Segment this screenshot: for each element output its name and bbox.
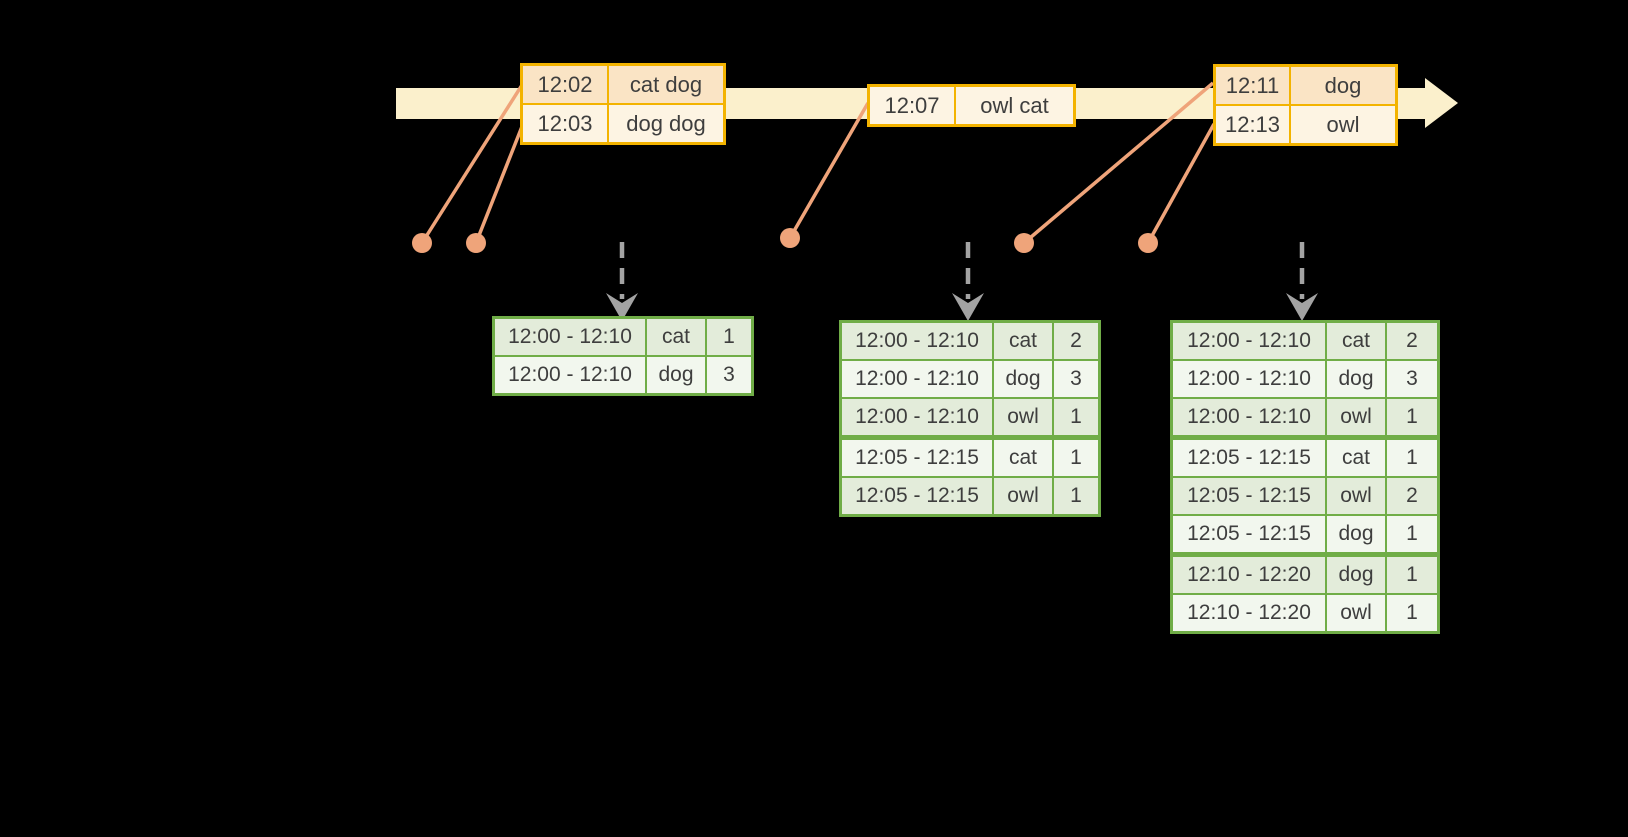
window-cell: 12:05 - 12:15 xyxy=(1187,446,1311,469)
table-row: 12:00 - 12:10 owl 1 xyxy=(1173,397,1437,435)
window-cell: 12:00 - 12:10 xyxy=(508,363,632,386)
window-cell: 12:00 - 12:10 xyxy=(1187,405,1311,428)
table-row: 12:02 cat dog xyxy=(523,66,723,103)
event-table-1: 12:02 cat dog 12:03 dog dog xyxy=(520,63,726,145)
count-cell: 1 xyxy=(1385,516,1437,552)
table-row: 12:05 - 12:15 dog 1 xyxy=(1173,514,1437,552)
table-row: 12:03 dog dog xyxy=(523,103,723,142)
word-cell: dog xyxy=(992,361,1052,397)
window-cell: 12:05 - 12:15 xyxy=(1187,522,1311,545)
count-cell: 1 xyxy=(1385,595,1437,631)
table-row: 12:00 - 12:10 dog 3 xyxy=(495,355,751,393)
event-table-3: 12:11 dog 12:13 owl xyxy=(1213,64,1398,146)
word-cell: dog xyxy=(1325,361,1385,397)
word-cell: owl xyxy=(1325,595,1385,631)
window-cell: 12:05 - 12:15 xyxy=(855,484,979,507)
word-cell: cat xyxy=(992,323,1052,359)
down-arrowhead-icon xyxy=(1286,293,1318,321)
count-cell: 2 xyxy=(1385,478,1437,514)
right-arrow-icon xyxy=(1425,78,1458,128)
window-cell: 12:05 - 12:15 xyxy=(1187,484,1311,507)
count-cell: 1 xyxy=(1052,440,1098,476)
event-words-cell: dog dog xyxy=(626,111,706,136)
event-table-2: 12:07 owl cat xyxy=(867,84,1076,127)
count-cell: 1 xyxy=(1385,440,1437,476)
table-row: 12:11 dog xyxy=(1216,67,1395,104)
window-cell: 12:00 - 12:10 xyxy=(855,329,979,352)
event-words-cell: cat dog xyxy=(629,72,703,97)
event-connector-lines xyxy=(420,81,1216,245)
window-cell: 12:10 - 12:20 xyxy=(1187,563,1311,586)
event-time-cell: 12:02 xyxy=(523,66,609,103)
result-table-1: 12:00 - 12:10 cat 1 12:00 - 12:10 dog 3 xyxy=(492,316,754,396)
event-time-cell: 12:07 xyxy=(870,87,956,124)
result-table-3: 12:00 - 12:10 cat 2 12:00 - 12:10 dog 3 … xyxy=(1170,320,1440,634)
event-dot-icon xyxy=(412,233,432,253)
table-row: 12:07 owl cat xyxy=(870,87,1073,124)
event-connector-line xyxy=(420,84,524,244)
table-row: 12:00 - 12:10 dog 3 xyxy=(842,359,1098,397)
word-cell: cat xyxy=(645,319,705,355)
event-connector-line xyxy=(1146,123,1216,244)
table-row: 12:00 - 12:10 cat 1 xyxy=(495,319,751,355)
event-time-cell: 12:13 xyxy=(1216,106,1291,143)
window-cell: 12:00 - 12:10 xyxy=(855,405,979,428)
event-dot-icon xyxy=(466,233,486,253)
count-cell: 1 xyxy=(705,319,751,355)
window-cell: 12:00 - 12:10 xyxy=(1187,329,1311,352)
word-cell: owl xyxy=(1325,399,1385,435)
down-arrowhead-icon xyxy=(606,293,638,321)
word-cell: cat xyxy=(1325,440,1385,476)
count-cell: 1 xyxy=(1052,478,1098,514)
count-cell: 2 xyxy=(1385,323,1437,359)
window-cell: 12:00 - 12:10 xyxy=(855,367,979,390)
count-cell: 1 xyxy=(1385,399,1437,435)
table-row: 12:05 - 12:15 cat 1 xyxy=(1173,435,1437,476)
event-words-cell: dog xyxy=(1324,73,1362,98)
event-connector-line xyxy=(788,102,870,239)
window-cell: 12:05 - 12:15 xyxy=(855,446,979,469)
event-words-cell: owl cat xyxy=(980,93,1049,118)
event-dot-icon xyxy=(1138,233,1158,253)
window-cell: 12:10 - 12:20 xyxy=(1187,601,1311,624)
word-cell: dog xyxy=(1325,516,1385,552)
word-cell: owl xyxy=(1325,478,1385,514)
count-cell: 3 xyxy=(705,357,751,393)
count-cell: 3 xyxy=(1385,361,1437,397)
event-words-cell: owl xyxy=(1326,112,1360,137)
event-dot-icon xyxy=(780,228,800,248)
table-row: 12:10 - 12:20 dog 1 xyxy=(1173,552,1437,593)
event-time-cell: 12:11 xyxy=(1216,67,1291,104)
word-cell: dog xyxy=(1325,557,1385,593)
event-time-cell: 12:03 xyxy=(523,105,609,142)
word-cell: cat xyxy=(992,440,1052,476)
table-row: 12:05 - 12:15 owl 2 xyxy=(1173,476,1437,514)
down-arrowhead-icon xyxy=(952,293,984,321)
word-cell: owl xyxy=(992,399,1052,435)
window-cell: 12:00 - 12:10 xyxy=(508,325,632,348)
count-cell: 1 xyxy=(1385,557,1437,593)
event-dot-icon xyxy=(1014,233,1034,253)
result-table-2: 12:00 - 12:10 cat 2 12:00 - 12:10 dog 3 … xyxy=(839,320,1101,517)
event-connector-line xyxy=(1022,81,1215,245)
table-row: 12:05 - 12:15 owl 1 xyxy=(842,476,1098,514)
table-row: 12:05 - 12:15 cat 1 xyxy=(842,435,1098,476)
word-cell: owl xyxy=(992,478,1052,514)
table-row: 12:00 - 12:10 dog 3 xyxy=(1173,359,1437,397)
word-cell: cat xyxy=(1325,323,1385,359)
table-row: 12:00 - 12:10 cat 2 xyxy=(1173,323,1437,359)
event-connector-line xyxy=(474,123,525,244)
word-cell: dog xyxy=(645,357,705,393)
table-row: 12:00 - 12:10 cat 2 xyxy=(842,323,1098,359)
table-row: 12:10 - 12:20 owl 1 xyxy=(1173,593,1437,631)
count-cell: 1 xyxy=(1052,399,1098,435)
table-row: 12:13 owl xyxy=(1216,104,1395,143)
table-row: 12:00 - 12:10 owl 1 xyxy=(842,397,1098,435)
count-cell: 3 xyxy=(1052,361,1098,397)
count-cell: 2 xyxy=(1052,323,1098,359)
trigger-arrows xyxy=(606,242,1318,321)
window-cell: 12:00 - 12:10 xyxy=(1187,367,1311,390)
event-marker-dots xyxy=(412,228,1158,253)
